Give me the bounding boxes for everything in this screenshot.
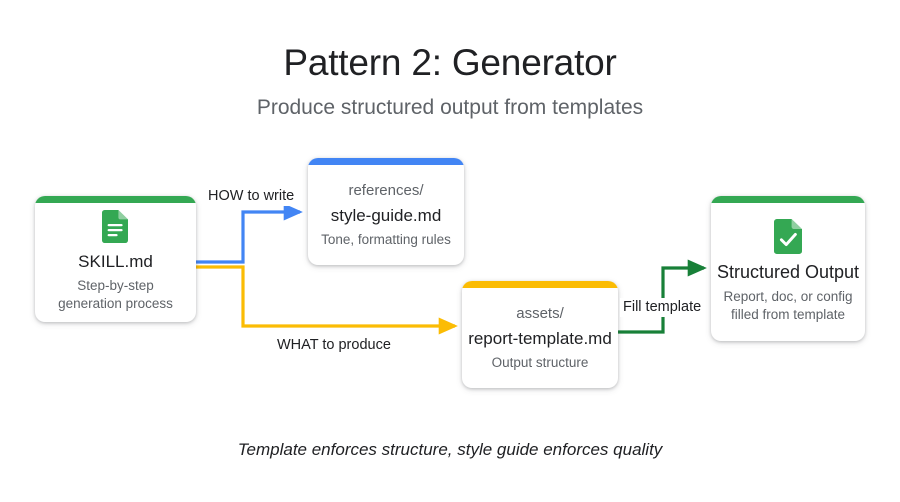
node-subtitle-line: Step-by-step	[77, 278, 154, 293]
edge-label-what-to-produce: WHAT to produce	[274, 336, 394, 355]
node-skill-md[interactable]: SKILL.md Step-by-step generation process	[35, 196, 196, 322]
node-title: Structured Output	[716, 261, 860, 282]
node-title: report-template.md	[468, 328, 612, 348]
page-subtitle: Produce structured output from templates	[256, 96, 644, 119]
node-title: SKILL.md	[78, 252, 153, 271]
document-lines-icon	[102, 210, 129, 243]
node-assets-report-template[interactable]: assets/ report-template.md Output struct…	[462, 281, 618, 388]
node-body: SKILL.md Step-by-step generation process	[35, 203, 196, 322]
node-accent-bar	[462, 281, 618, 288]
node-body: assets/ report-template.md Output struct…	[462, 288, 618, 388]
node-subtitle: Output structure	[491, 354, 589, 370]
edge-label-fill-template: Fill template	[620, 298, 705, 317]
node-subtitle: Step-by-step generation process	[58, 277, 173, 313]
document-check-icon	[773, 218, 803, 254]
node-subtitle: Tone, formatting rules	[321, 231, 451, 247]
page-title: Pattern 2: Generator	[283, 42, 617, 83]
node-subtitle-line: generation process	[58, 296, 173, 311]
footer-caption: Template enforces structure, style guide…	[237, 440, 663, 459]
edge-label-how-to-write: HOW to write	[205, 187, 298, 206]
edge-how-to-write	[196, 203, 303, 264]
node-subtitle-line: Report, doc, or config	[723, 288, 853, 304]
edge-what-to-produce	[196, 265, 458, 335]
node-body: Structured Output Report, doc, or config…	[711, 203, 865, 341]
node-accent-bar	[35, 196, 196, 203]
node-title: style-guide.md	[330, 205, 442, 225]
node-accent-bar	[711, 196, 865, 203]
node-path: assets/	[516, 304, 564, 322]
node-body: references/ style-guide.md Tone, formatt…	[308, 165, 464, 265]
node-accent-bar	[308, 158, 464, 165]
node-path: references/	[348, 181, 424, 199]
node-subtitle: Report, doc, or config filled from templ…	[723, 288, 852, 324]
node-references-style-guide[interactable]: references/ style-guide.md Tone, formatt…	[308, 158, 464, 265]
node-structured-output[interactable]: Structured Output Report, doc, or config…	[711, 196, 865, 341]
node-subtitle-line: filled from template	[730, 306, 846, 322]
